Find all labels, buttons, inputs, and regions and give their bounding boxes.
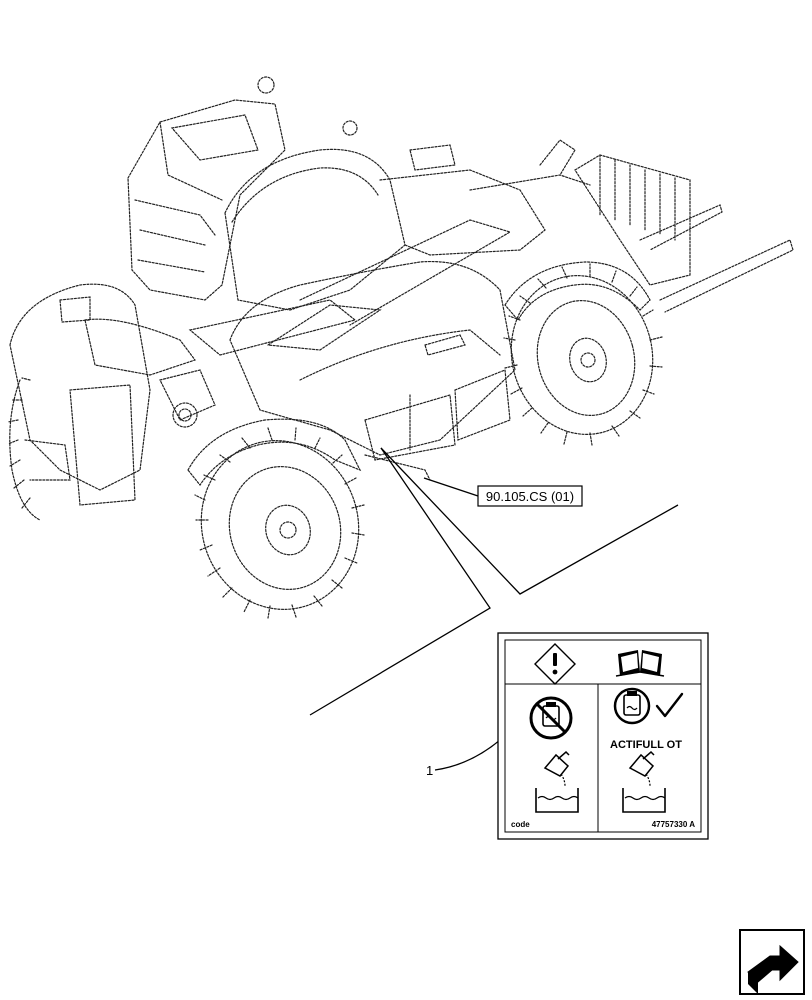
decal-code-label: code bbox=[511, 820, 530, 829]
rear-wheel-outline bbox=[194, 427, 365, 619]
check-mark-icon bbox=[655, 692, 684, 718]
reference-callout[interactable]: 90.105.CS (01) bbox=[477, 485, 583, 507]
decal-part-code: 47757330 A bbox=[652, 820, 696, 829]
front-fender-outline bbox=[504, 261, 651, 322]
callout-leaders bbox=[309, 447, 679, 771]
leader-to-reference bbox=[423, 477, 479, 497]
decal: ACTIFULL OT code 47757330 A bbox=[497, 632, 709, 840]
cab-outline bbox=[127, 76, 358, 301]
rear-body-outline bbox=[9, 283, 216, 506]
fluid-reservoir-icon bbox=[613, 687, 651, 725]
leader-item-1 bbox=[434, 739, 501, 771]
side-panel-outline bbox=[229, 260, 516, 481]
reference-label[interactable]: 90.105.CS (01) bbox=[486, 489, 574, 504]
item-number-label: 1 bbox=[426, 763, 433, 778]
open-manual-icon bbox=[615, 650, 665, 677]
fill-container-icon bbox=[535, 750, 579, 813]
warning-diamond-icon bbox=[534, 643, 576, 685]
far-wheel-outline bbox=[7, 377, 71, 521]
fill-container-icon-right bbox=[622, 750, 666, 813]
telehandler-illustration bbox=[7, 76, 794, 619]
decal-outer-frame bbox=[497, 632, 709, 840]
fluid-reservoir-no-icon bbox=[529, 696, 573, 740]
chassis-outline bbox=[188, 144, 591, 356]
front-wheel-outline bbox=[503, 263, 663, 446]
engine-hood-outline bbox=[224, 148, 406, 311]
decal-location-upper-line bbox=[380, 447, 679, 595]
decal-inner-frame bbox=[504, 639, 702, 833]
decal-product-name: ACTIFULL OT bbox=[610, 739, 682, 751]
decal-location-lower-line bbox=[309, 447, 491, 716]
reference-box bbox=[477, 485, 583, 507]
fork-carriage-outline bbox=[539, 139, 794, 313]
next-page-arrow-icon[interactable] bbox=[739, 929, 805, 995]
